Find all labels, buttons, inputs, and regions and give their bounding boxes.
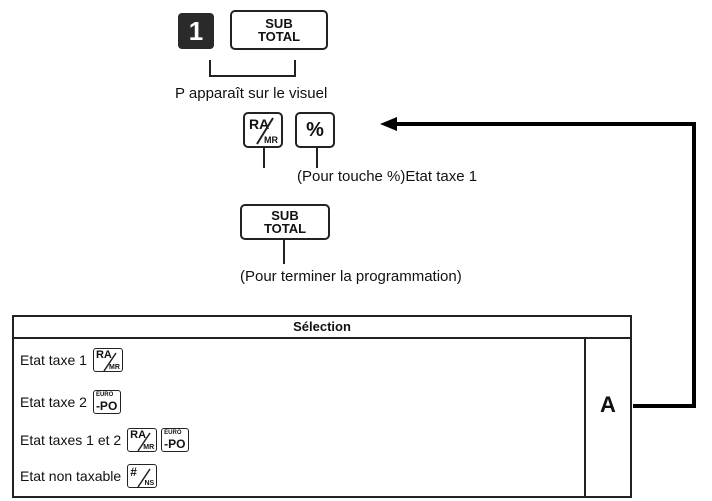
slash-icon xyxy=(103,352,117,372)
bracket-right xyxy=(294,60,296,76)
percent-line xyxy=(316,148,318,168)
row4-hash-top: # xyxy=(130,465,137,479)
subtotal2-line2: TOTAL xyxy=(263,221,307,236)
bracket-bottom xyxy=(209,75,296,77)
terminate-label: (Pour terminer la programmation) xyxy=(240,268,462,285)
row3-ra-top: RA xyxy=(130,429,147,441)
percent-note-label: (Pour touche %)Etat taxe 1 xyxy=(297,168,478,185)
row1-ra-bottom: MR xyxy=(109,364,120,371)
bracket-left xyxy=(209,60,211,76)
selection-row-2: Etat taxe 2 EURO -PO xyxy=(20,389,121,415)
row-2-label: Etat taxe 2 xyxy=(20,394,87,410)
key-percent: % xyxy=(295,112,335,148)
subtotal-line2: TOTAL xyxy=(257,29,301,44)
ra-line xyxy=(263,148,265,168)
key-ra-mr-small: RA MR xyxy=(92,348,123,372)
key-ra-mr-small: RA MR xyxy=(127,428,158,452)
selection-header: Sélection xyxy=(14,317,630,339)
row3-euro: EURO xyxy=(164,430,182,436)
key-1: 1 xyxy=(178,13,214,49)
key-euro-po-small: EURO -PO xyxy=(161,428,190,452)
selection-marker: A xyxy=(600,392,616,417)
slash-icon xyxy=(137,432,151,452)
key-subtotal-2: SUB TOTAL xyxy=(240,204,330,240)
selection-table: Sélection A Etat taxe 1 RA MR Etat taxe … xyxy=(12,315,632,498)
subtotal2-line xyxy=(283,240,285,264)
row-1-label: Etat taxe 1 xyxy=(20,352,87,368)
row2-po: -PO xyxy=(95,399,118,413)
selection-row-1: Etat taxe 1 RA MR xyxy=(20,347,123,373)
selection-row-3: Etat taxes 1 et 2 RA MR EURO -PO xyxy=(20,427,190,453)
row-3-label: Etat taxes 1 et 2 xyxy=(20,432,122,448)
row4-hash-bottom: NS xyxy=(144,480,155,487)
key-hash-ns-small: # NS xyxy=(127,464,158,488)
row1-ra-top: RA xyxy=(95,349,112,361)
selection-divider xyxy=(584,337,586,496)
row3-ra-bottom: MR xyxy=(143,444,155,451)
row2-euro: EURO xyxy=(95,392,114,398)
subtotal2-line1: SUB xyxy=(271,208,299,223)
ra-top: RA xyxy=(249,116,270,132)
p-appears-label: P apparaît sur le visuel xyxy=(175,85,328,102)
slash-icon xyxy=(137,468,151,488)
selection-row-4: Etat non taxable # NS xyxy=(20,463,158,489)
key-euro-po-small: EURO -PO xyxy=(92,390,121,414)
key-subtotal-1: SUB TOTAL xyxy=(230,10,328,50)
ra-bottom: MR xyxy=(264,135,278,145)
key-ra-mr: RA MR xyxy=(243,112,283,148)
slash-icon xyxy=(256,117,274,145)
row3-po: -PO xyxy=(164,437,186,451)
selection-header-text: Sélection xyxy=(293,319,351,334)
subtotal-line1: SUB xyxy=(265,16,293,31)
row-4-label: Etat non taxable xyxy=(20,468,122,484)
